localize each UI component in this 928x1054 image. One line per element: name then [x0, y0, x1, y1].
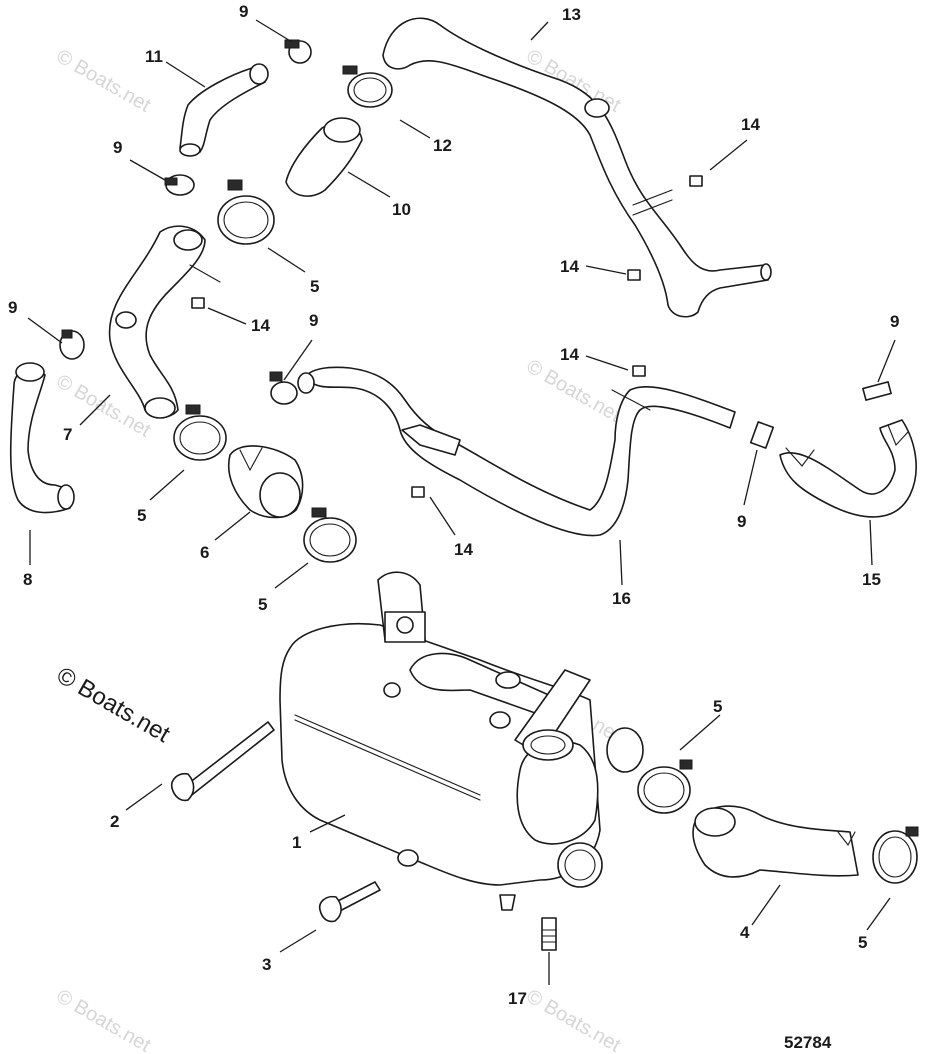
watermark: © Boats.net [523, 985, 625, 1054]
part-3-bolt [318, 881, 381, 923]
watermark: © Boats.net [53, 45, 155, 117]
part-12-clamp [342, 65, 393, 108]
part-9-clamp [284, 39, 312, 64]
callout-17: 17 [508, 989, 527, 1008]
part-5-clamp [217, 179, 275, 245]
part-9-clamp [59, 329, 85, 360]
part-5-clamp [637, 759, 693, 814]
callout-14: 14 [741, 115, 760, 134]
part-10-hose [285, 117, 363, 197]
callout-6: 6 [200, 543, 209, 562]
callout-5: 5 [258, 595, 267, 614]
callout-12: 12 [433, 136, 452, 155]
part-14-bolt [191, 175, 703, 498]
part-9-clamp [164, 174, 195, 196]
callout-9: 9 [309, 311, 318, 330]
part-11-hose [179, 63, 269, 157]
watermark: © Boats.net [523, 355, 625, 427]
watermark: © Boats.net [53, 985, 155, 1054]
callout-9: 9 [737, 512, 746, 531]
part-4-hose [692, 805, 859, 878]
part-2-bolt [170, 721, 275, 802]
part-16-pipe [297, 366, 736, 537]
callout-8: 8 [23, 570, 32, 589]
callout-11: 11 [145, 47, 163, 66]
callout-13: 13 [562, 5, 581, 24]
part-1-cooler [279, 571, 644, 911]
part-5-clamp [173, 404, 227, 461]
callout-5: 5 [310, 277, 319, 296]
callout-9: 9 [8, 298, 17, 317]
callout-15: 15 [862, 570, 881, 589]
callout-7: 7 [63, 425, 72, 444]
callout-9: 9 [890, 312, 899, 331]
callout-14: 14 [251, 316, 270, 335]
leader-lines [27, 19, 896, 985]
callout-10: 10 [392, 200, 411, 219]
callout-5: 5 [713, 697, 722, 716]
callout-14: 14 [454, 540, 473, 559]
part-5-clamp [872, 826, 919, 884]
callout-1: 1 [292, 833, 301, 852]
callout-3: 3 [262, 955, 271, 974]
callout-14: 14 [560, 345, 579, 364]
callout-9: 9 [113, 138, 122, 157]
part-9-clamp [749, 381, 892, 449]
part-13-pipe [382, 17, 772, 318]
callout-5: 5 [137, 506, 146, 525]
part-17-fitting [541, 917, 557, 951]
callout-2: 2 [110, 812, 119, 831]
callout-5: 5 [858, 933, 867, 952]
part-7-hose [108, 225, 221, 419]
part-8-hose [9, 362, 75, 514]
part-9-clamp [269, 371, 298, 405]
diagram-reference-number: 52784 [784, 1033, 832, 1052]
callout-labels: 9 11 13 9 12 10 14 5 14 14 9 9 14 9 7 5 … [8, 2, 899, 1008]
callout-14: 14 [560, 257, 579, 276]
part-15-hose [779, 419, 917, 518]
callout-16: 16 [612, 589, 631, 608]
callout-9: 9 [239, 2, 248, 21]
callout-4: 4 [740, 923, 750, 942]
watermark-main: © Boats.net [52, 662, 175, 748]
part-6-coupler [227, 445, 304, 519]
part-5-clamp [303, 507, 357, 563]
